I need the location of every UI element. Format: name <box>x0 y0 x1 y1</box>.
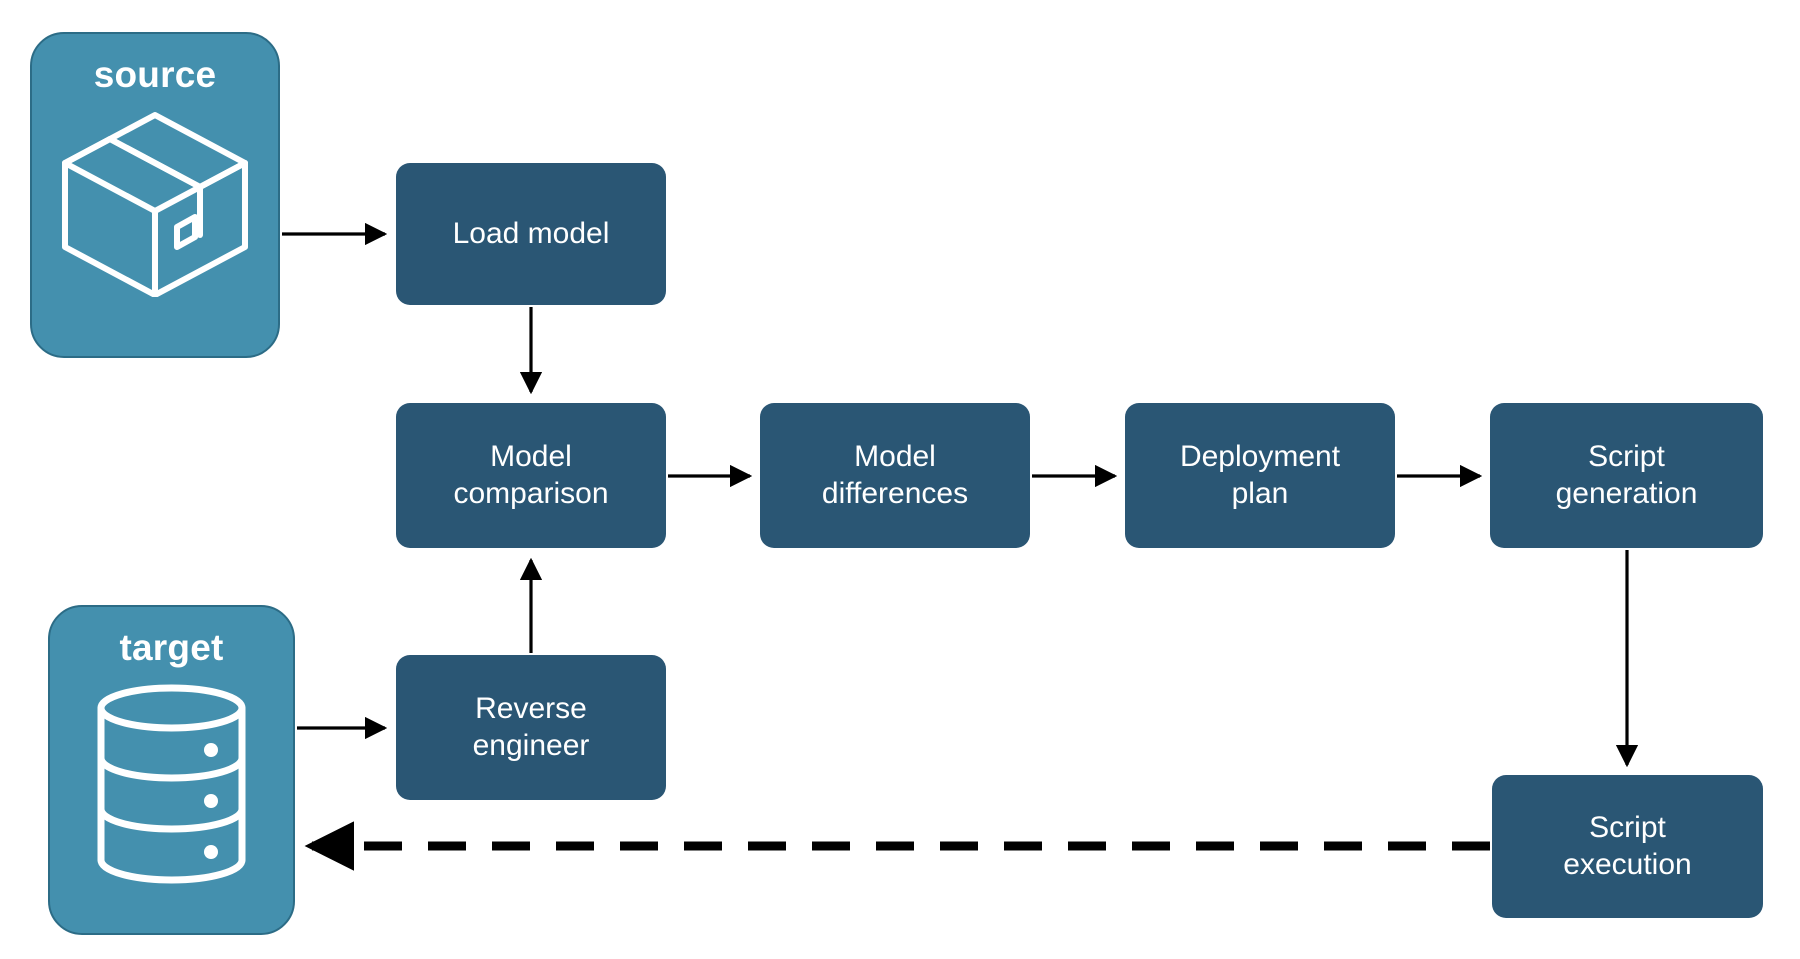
node-script-generation-label: Script generation <box>1555 439 1698 510</box>
node-load-model[interactable]: Load model <box>396 163 666 305</box>
node-reverse-engineer[interactable]: Reverse engineer <box>396 655 666 800</box>
node-model-comparison-label: Model comparison <box>453 439 609 510</box>
node-model-comparison[interactable]: Model comparison <box>396 403 666 548</box>
node-model-differences-label: Model differences <box>821 439 969 510</box>
node-deployment-plan[interactable]: Deployment plan <box>1125 403 1395 548</box>
endpoint-source-label: source <box>93 54 217 95</box>
node-reverse-engineer-label: Reverse engineer <box>472 691 590 762</box>
node-script-generation[interactable]: Script generation <box>1490 403 1763 548</box>
endpoint-target[interactable]: target <box>48 605 295 935</box>
endpoint-source[interactable]: source <box>30 32 280 358</box>
node-model-differences[interactable]: Model differences <box>760 403 1030 548</box>
node-load-model-label: Load model <box>452 216 610 250</box>
endpoint-target-label: target <box>119 627 224 668</box>
node-deployment-plan-label: Deployment plan <box>1179 439 1341 510</box>
package-box-icon <box>55 107 255 302</box>
database-cylinder-icon <box>89 684 254 889</box>
node-script-execution-label: Script execution <box>1563 810 1692 881</box>
node-script-execution[interactable]: Script execution <box>1492 775 1763 918</box>
